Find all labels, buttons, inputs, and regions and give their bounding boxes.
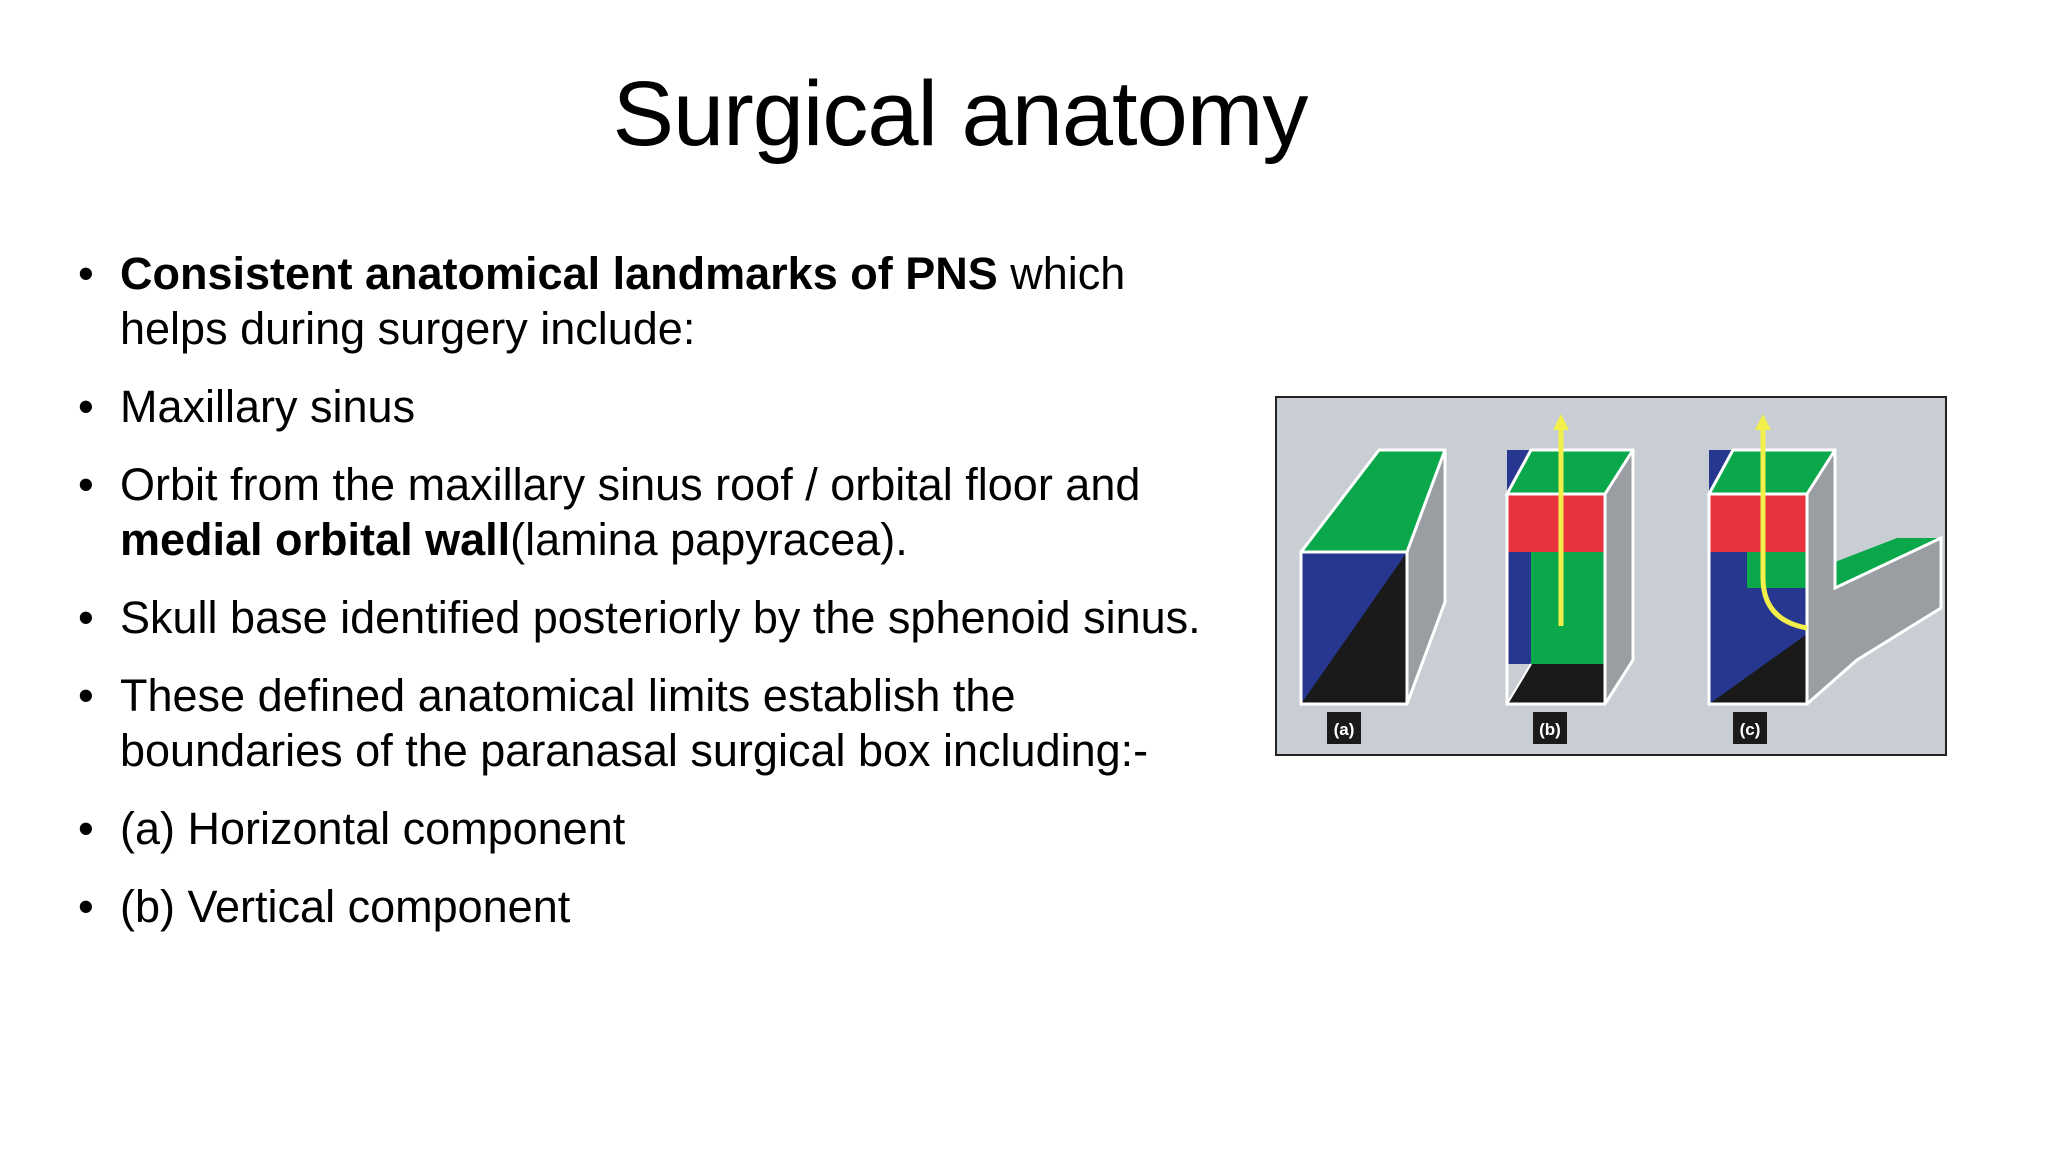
bullet-item: • Consistent anatomical landmarks of PNS… xyxy=(78,246,1218,356)
box-c-red-band xyxy=(1709,494,1807,552)
box-c-top-face xyxy=(1709,450,1835,494)
bullet-item: • Skull base identified posteriorly by t… xyxy=(78,590,1218,645)
bullet-text: Maxillary sinus xyxy=(120,381,416,432)
label-a: (a) xyxy=(1334,720,1355,739)
label-b: (b) xyxy=(1539,720,1561,739)
slide-title: Surgical anatomy xyxy=(612,63,1309,165)
box-c: (c) xyxy=(1706,414,1943,744)
surgical-box-diagram: (a) (b) xyxy=(1299,414,1943,744)
bullet-text: which helps during surgery include: xyxy=(120,248,1126,354)
box-a-black-face xyxy=(1301,552,1407,704)
box-b-side-face xyxy=(1605,450,1633,704)
box-c-edge xyxy=(1805,449,1837,495)
bullet-text: Orbit from the maxillary sinus roof / or… xyxy=(120,459,1141,510)
bullet-text: (b) Vertical component xyxy=(120,881,571,932)
box-c-black-face xyxy=(1709,634,1807,704)
bullet-bold-text: medial orbital wall xyxy=(120,514,511,565)
box-a-edge xyxy=(1405,449,1447,553)
box-c-arrow-path xyxy=(1760,428,1808,631)
bullet-dot: • xyxy=(78,248,94,299)
box-b-arrow-head xyxy=(1553,414,1569,430)
label-c: (c) xyxy=(1740,720,1761,739)
bullet-dot: • xyxy=(78,459,94,510)
label-c-box xyxy=(1733,712,1767,744)
box-b-edge xyxy=(1603,449,1635,495)
surgical-box-figure: (a) (b) xyxy=(1275,396,1947,756)
bullet-dot: • xyxy=(78,592,94,643)
bullet-dot: • xyxy=(78,881,94,932)
bullet-item: • These defined anatomical limits establ… xyxy=(78,668,1218,778)
box-c-edges xyxy=(1706,448,1943,706)
bullet-dot: • xyxy=(78,670,94,721)
bullet-item: • Orbit from the maxillary sinus roof / … xyxy=(78,457,1218,567)
bullet-dot: • xyxy=(78,381,94,432)
box-b-edge xyxy=(1506,663,1532,705)
box-a-edges xyxy=(1299,448,1447,706)
bullet-item: • (b) Vertical component xyxy=(78,879,1218,934)
box-b-top-face xyxy=(1507,450,1633,494)
bullet-text: Skull base identified posteriorly by the… xyxy=(120,592,1201,643)
box-c-extension xyxy=(1807,538,1941,704)
bullet-text: (a) Horizontal component xyxy=(120,803,626,854)
bullet-text: (lamina papyracea). xyxy=(510,514,908,565)
box-b-floor xyxy=(1507,664,1605,704)
label-b-box xyxy=(1533,712,1567,744)
bullet-item: • (a) Horizontal component xyxy=(78,801,1218,856)
box-a-top-face xyxy=(1301,450,1445,552)
bullet-bold-text: Consistent anatomical landmarks of PNS xyxy=(120,248,998,299)
box-a-side-face xyxy=(1407,450,1445,704)
bullet-item: • Maxillary sinus xyxy=(78,379,1218,434)
box-c-arrow-head xyxy=(1755,414,1771,430)
bullet-dot: • xyxy=(78,803,94,854)
box-b-red-band xyxy=(1507,494,1605,552)
box-a: (a) xyxy=(1299,448,1447,744)
bullet-text: These defined anatomical limits establis… xyxy=(120,670,1149,776)
box-b: (b) xyxy=(1504,414,1635,744)
bullet-list: • Consistent anatomical landmarks of PNS… xyxy=(78,246,1218,957)
label-a-box xyxy=(1327,712,1361,744)
